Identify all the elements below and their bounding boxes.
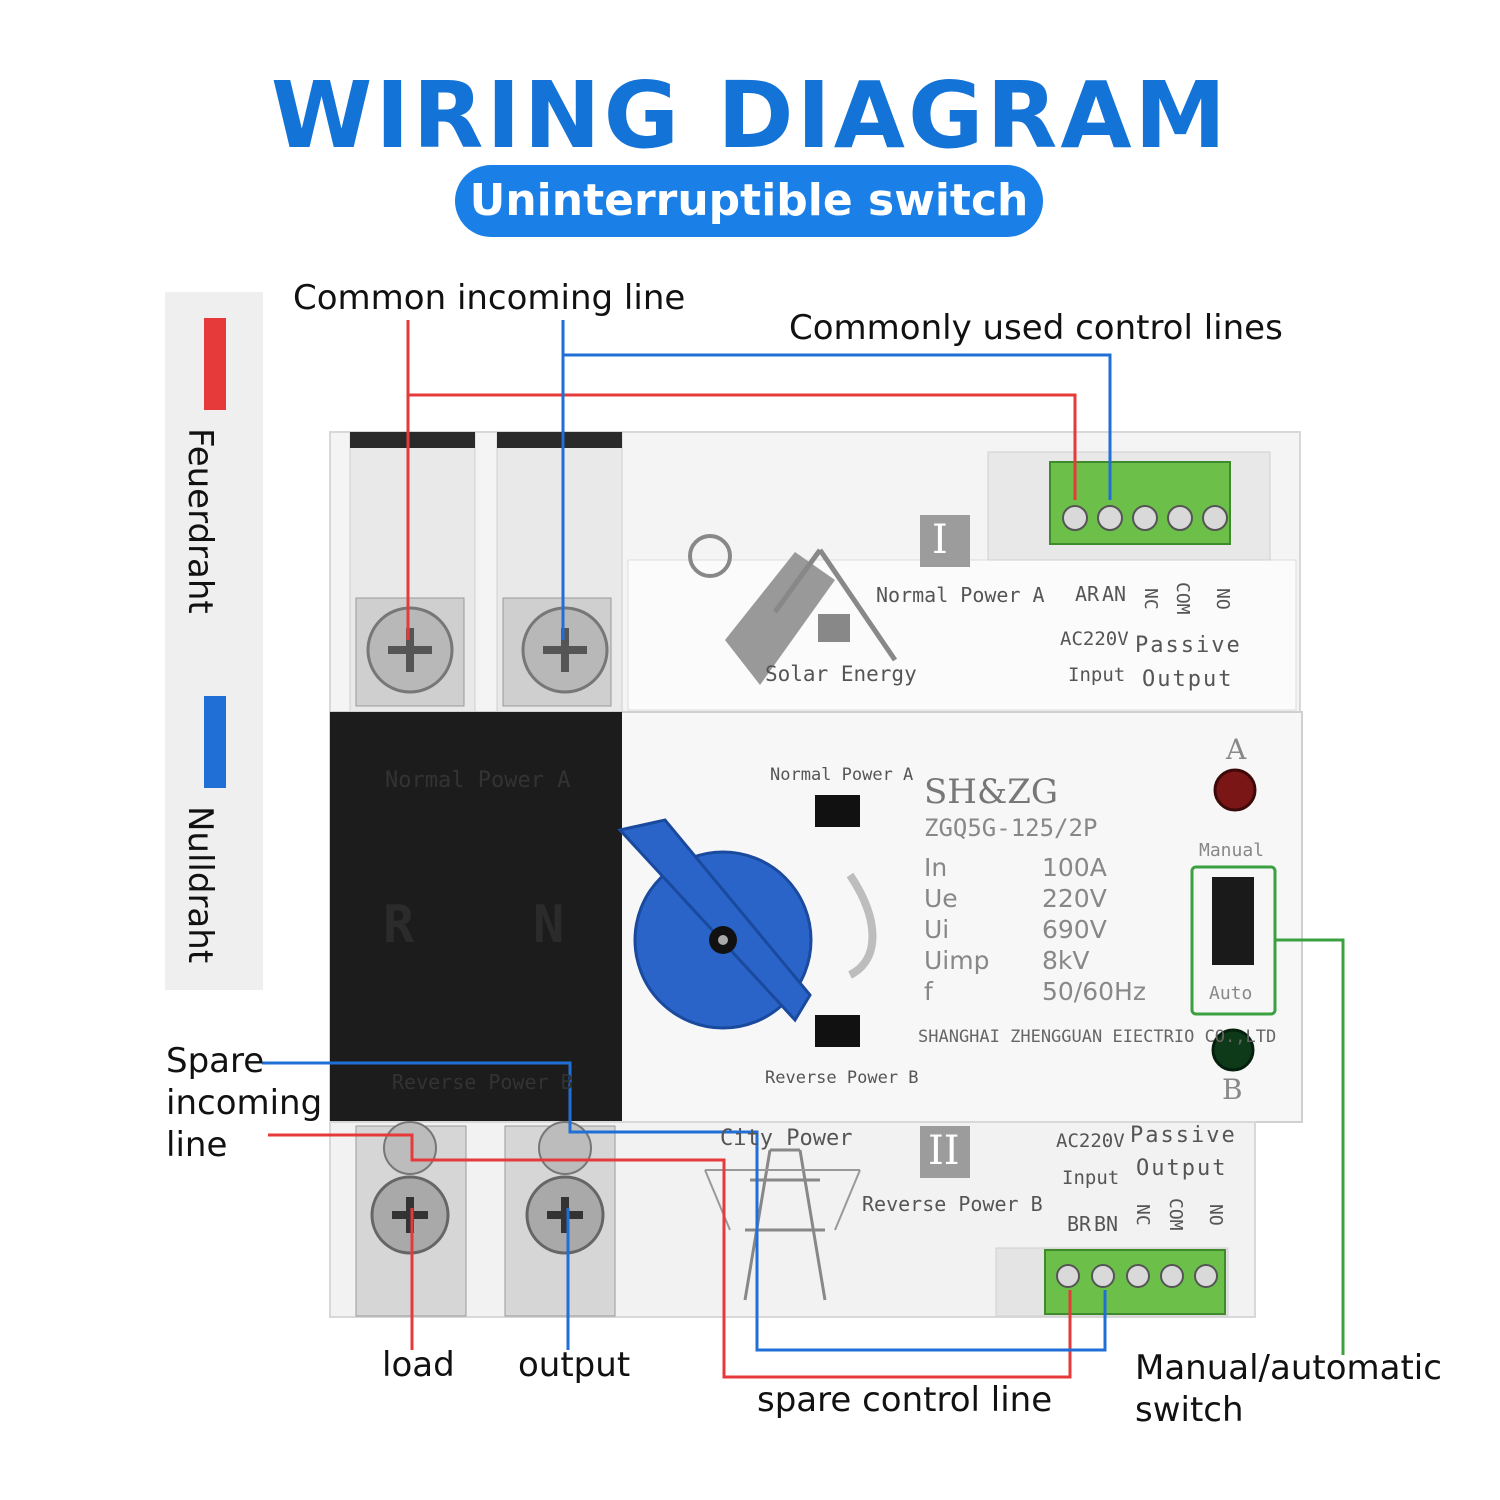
passive-top: Passive [1135, 633, 1242, 658]
fire-wire-label: Feuerdraht [180, 428, 220, 614]
manufacturer-text: SHANGHAI ZHENGGUAN EIECTRIO CO.,LTD [918, 1027, 1277, 1047]
led-a [1215, 770, 1255, 810]
spec-row: In 100A [924, 852, 1146, 883]
contact-no-top: NO [1212, 588, 1233, 610]
output-top: Output [1142, 667, 1234, 692]
load-label: load [382, 1345, 455, 1385]
spec-key: f [924, 977, 933, 1006]
input-bottom: Input [1062, 1167, 1120, 1189]
module-i-name: Normal Power A [876, 583, 1045, 607]
model-number: ZGQ5G-125/2P [924, 814, 1098, 842]
spec-row: Ui 690V [924, 914, 1146, 945]
input-top: Input [1068, 664, 1126, 686]
spec-value: 50/60Hz [1042, 977, 1146, 1006]
spec-key: Uimp [924, 946, 990, 975]
terminal-bn: BN [1094, 1212, 1119, 1236]
breaker-pole-r: R [383, 895, 415, 955]
spec-value: 220V [1042, 884, 1107, 913]
led-b [1213, 1030, 1253, 1070]
spec-row: f 50/60Hz [924, 976, 1146, 1007]
neutral-wire-label: Nulldraht [180, 806, 220, 964]
manual-mode-label: Manual [1199, 840, 1265, 861]
spare-incoming-line-1: Spare [166, 1041, 265, 1081]
breaker-reverse-power-text: Reverse Power B [392, 1070, 573, 1094]
module-ii-name: Reverse Power B [862, 1192, 1043, 1216]
contact-com-top: COM [1172, 582, 1193, 615]
spec-table: In 100A Ue 220V Ui 690V Uimp 8kV f 50/60Hz [924, 852, 1146, 1007]
spec-row: Uimp 8kV [924, 945, 1146, 976]
manual-automatic-line-1: Manual/automatic [1135, 1348, 1442, 1388]
diagram-title: WIRING DIAGRAM [270, 62, 1230, 169]
subtitle-badge: Uninterruptible switch [455, 165, 1043, 237]
auto-mode-label: Auto [1209, 983, 1253, 1004]
spare-incoming-line-3: line [166, 1125, 228, 1165]
city-power-label: City Power [720, 1126, 853, 1151]
spare-control-line-label: spare control line [757, 1380, 1053, 1420]
contact-nc-bottom: NC [1132, 1204, 1153, 1226]
manual-automatic-line-2: switch [1135, 1390, 1244, 1430]
breaker-normal-power-text: Normal Power A [385, 768, 571, 793]
spec-value: 8kV [1042, 946, 1090, 975]
spare-incoming-line-2: incoming [166, 1083, 323, 1123]
control-lines-label: Commonly used control lines [789, 308, 1283, 348]
contact-com-bottom: COM [1165, 1198, 1186, 1231]
fire-wire-swatch [204, 318, 226, 410]
neutral-wire-swatch [204, 696, 226, 788]
spec-value: 100A [1042, 853, 1107, 882]
output-bottom: Output [1136, 1156, 1228, 1181]
manual-auto-toggle[interactable] [1212, 877, 1254, 965]
spec-key: In [924, 853, 948, 882]
voltage-top: AC220V [1060, 628, 1129, 650]
manual-automatic-switch-label: Manual/automatic switch [1135, 1347, 1442, 1431]
rotary-handle[interactable] [617, 818, 813, 1030]
spec-key: Ue [924, 884, 958, 913]
panel-normal-power: Normal Power A [770, 765, 914, 785]
terminal-br: BR [1067, 1212, 1092, 1236]
spec-value: 690V [1042, 915, 1107, 944]
brand-logo: SH&ZG [924, 772, 1058, 812]
terminal-ar: AR [1075, 582, 1100, 606]
module-ii-roman: II [928, 1128, 960, 1174]
terminal-an: AN [1102, 582, 1127, 606]
breaker-pole-n: N [533, 895, 565, 955]
passive-bottom: Passive [1130, 1123, 1237, 1148]
common-incoming-line-label: Common incoming line [293, 278, 686, 318]
panel-reverse-power: Reverse Power B [765, 1068, 919, 1088]
spec-row: Ue 220V [924, 883, 1146, 914]
contact-no-bottom: NO [1205, 1204, 1226, 1226]
voltage-bottom: AC220V [1056, 1130, 1125, 1152]
spare-incoming-line-label: Spare incoming line [166, 1040, 322, 1166]
output-label: output [518, 1345, 631, 1385]
module-i-roman: I [932, 517, 948, 563]
led-b-label: B [1222, 1073, 1243, 1106]
led-a-label: A [1226, 733, 1247, 766]
contact-nc-top: NC [1140, 588, 1161, 610]
spec-key: Ui [924, 915, 950, 944]
solar-energy-label: Solar Energy [765, 662, 917, 686]
